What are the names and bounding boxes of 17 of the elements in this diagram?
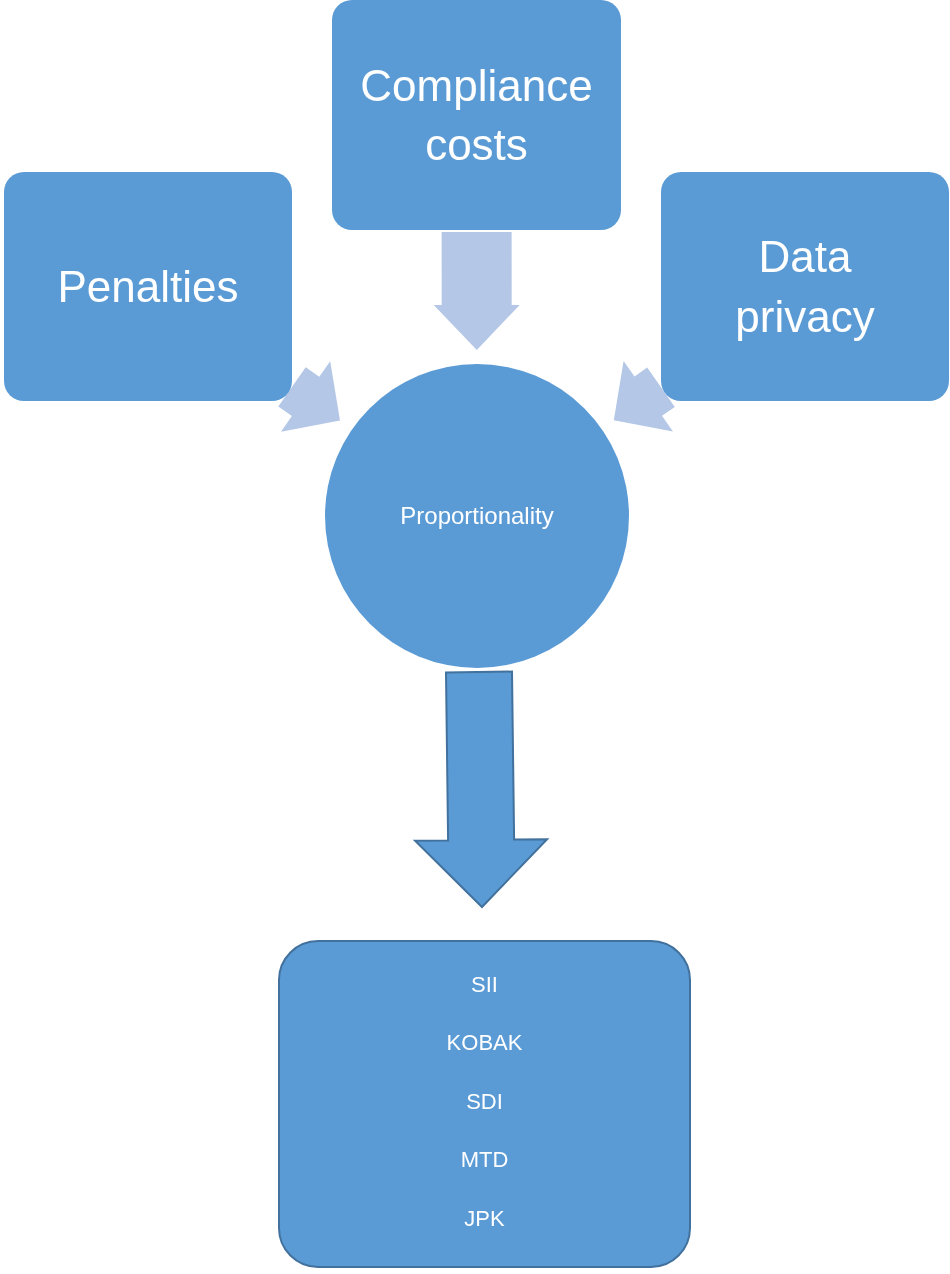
node-label: Proportionality — [399, 501, 555, 531]
rounded-box — [661, 172, 949, 401]
node-label: SDI — [465, 1088, 504, 1116]
rounded-box — [278, 940, 691, 1268]
node-label: JPK — [463, 1205, 506, 1232]
rounded-box — [4, 172, 292, 401]
block-arrow — [433, 232, 520, 350]
node-label: Data privacy — [734, 231, 876, 343]
node-label: Penalties — [56, 260, 240, 313]
block-arrow — [412, 670, 550, 909]
node-label: SII — [470, 972, 499, 999]
block-arrow — [278, 361, 340, 432]
block-arrow — [613, 360, 675, 432]
node-label: Compliance costs — [359, 59, 594, 171]
node-label: MTD — [459, 1147, 510, 1174]
rounded-box — [332, 0, 621, 230]
node-label: KOBAK — [445, 1030, 524, 1057]
